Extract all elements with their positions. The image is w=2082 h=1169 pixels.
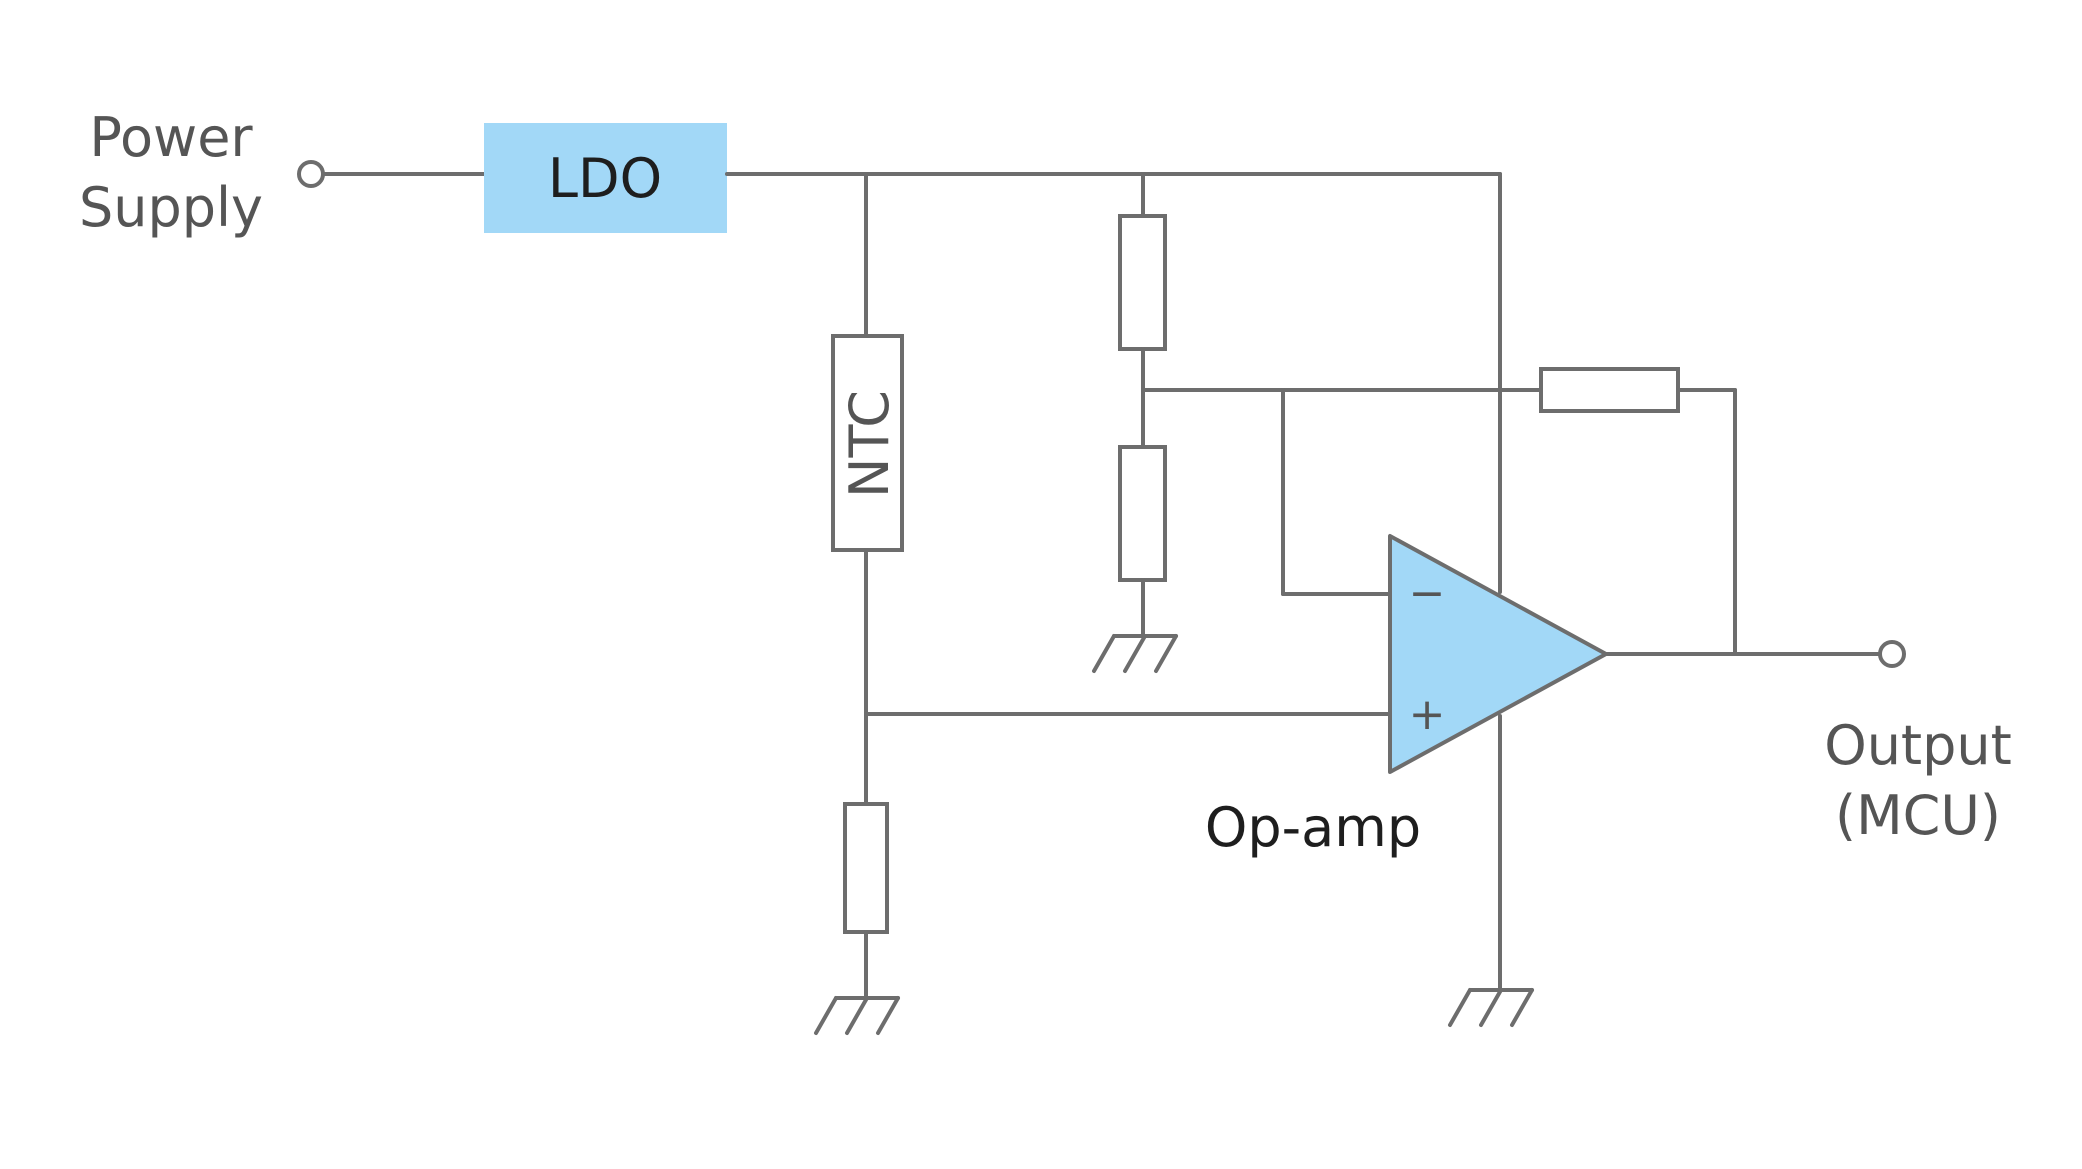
divider-lower-resistor (1118, 445, 1167, 582)
ground-symbol-left (814, 996, 900, 1035)
opamp-label: Op-amp (1205, 796, 1421, 859)
ground-symbol-right (1448, 988, 1534, 1027)
ldo-label: LDO (548, 147, 662, 210)
feedback-resistor (1539, 367, 1680, 413)
divider-upper-resistor (1118, 214, 1167, 351)
opamp-plus-sign: + (1409, 689, 1446, 740)
power-supply-label-line1: Power (89, 106, 253, 169)
power-supply-input (297, 160, 486, 188)
power-supply-label-line2: Supply (79, 176, 263, 239)
ldo-block (484, 123, 727, 233)
output-terminal (1878, 640, 1906, 668)
input-terminal (297, 160, 325, 188)
ground-symbol-middle (1092, 634, 1178, 673)
ntc-label: NTC (838, 390, 901, 498)
opamp-triangle (1388, 534, 1608, 774)
opamp-minus-sign: − (1409, 568, 1446, 619)
output-label-line2: (MCU) (1835, 784, 2001, 847)
output-label-line1: Output (1824, 714, 2012, 777)
bottom-resistor (843, 802, 889, 934)
